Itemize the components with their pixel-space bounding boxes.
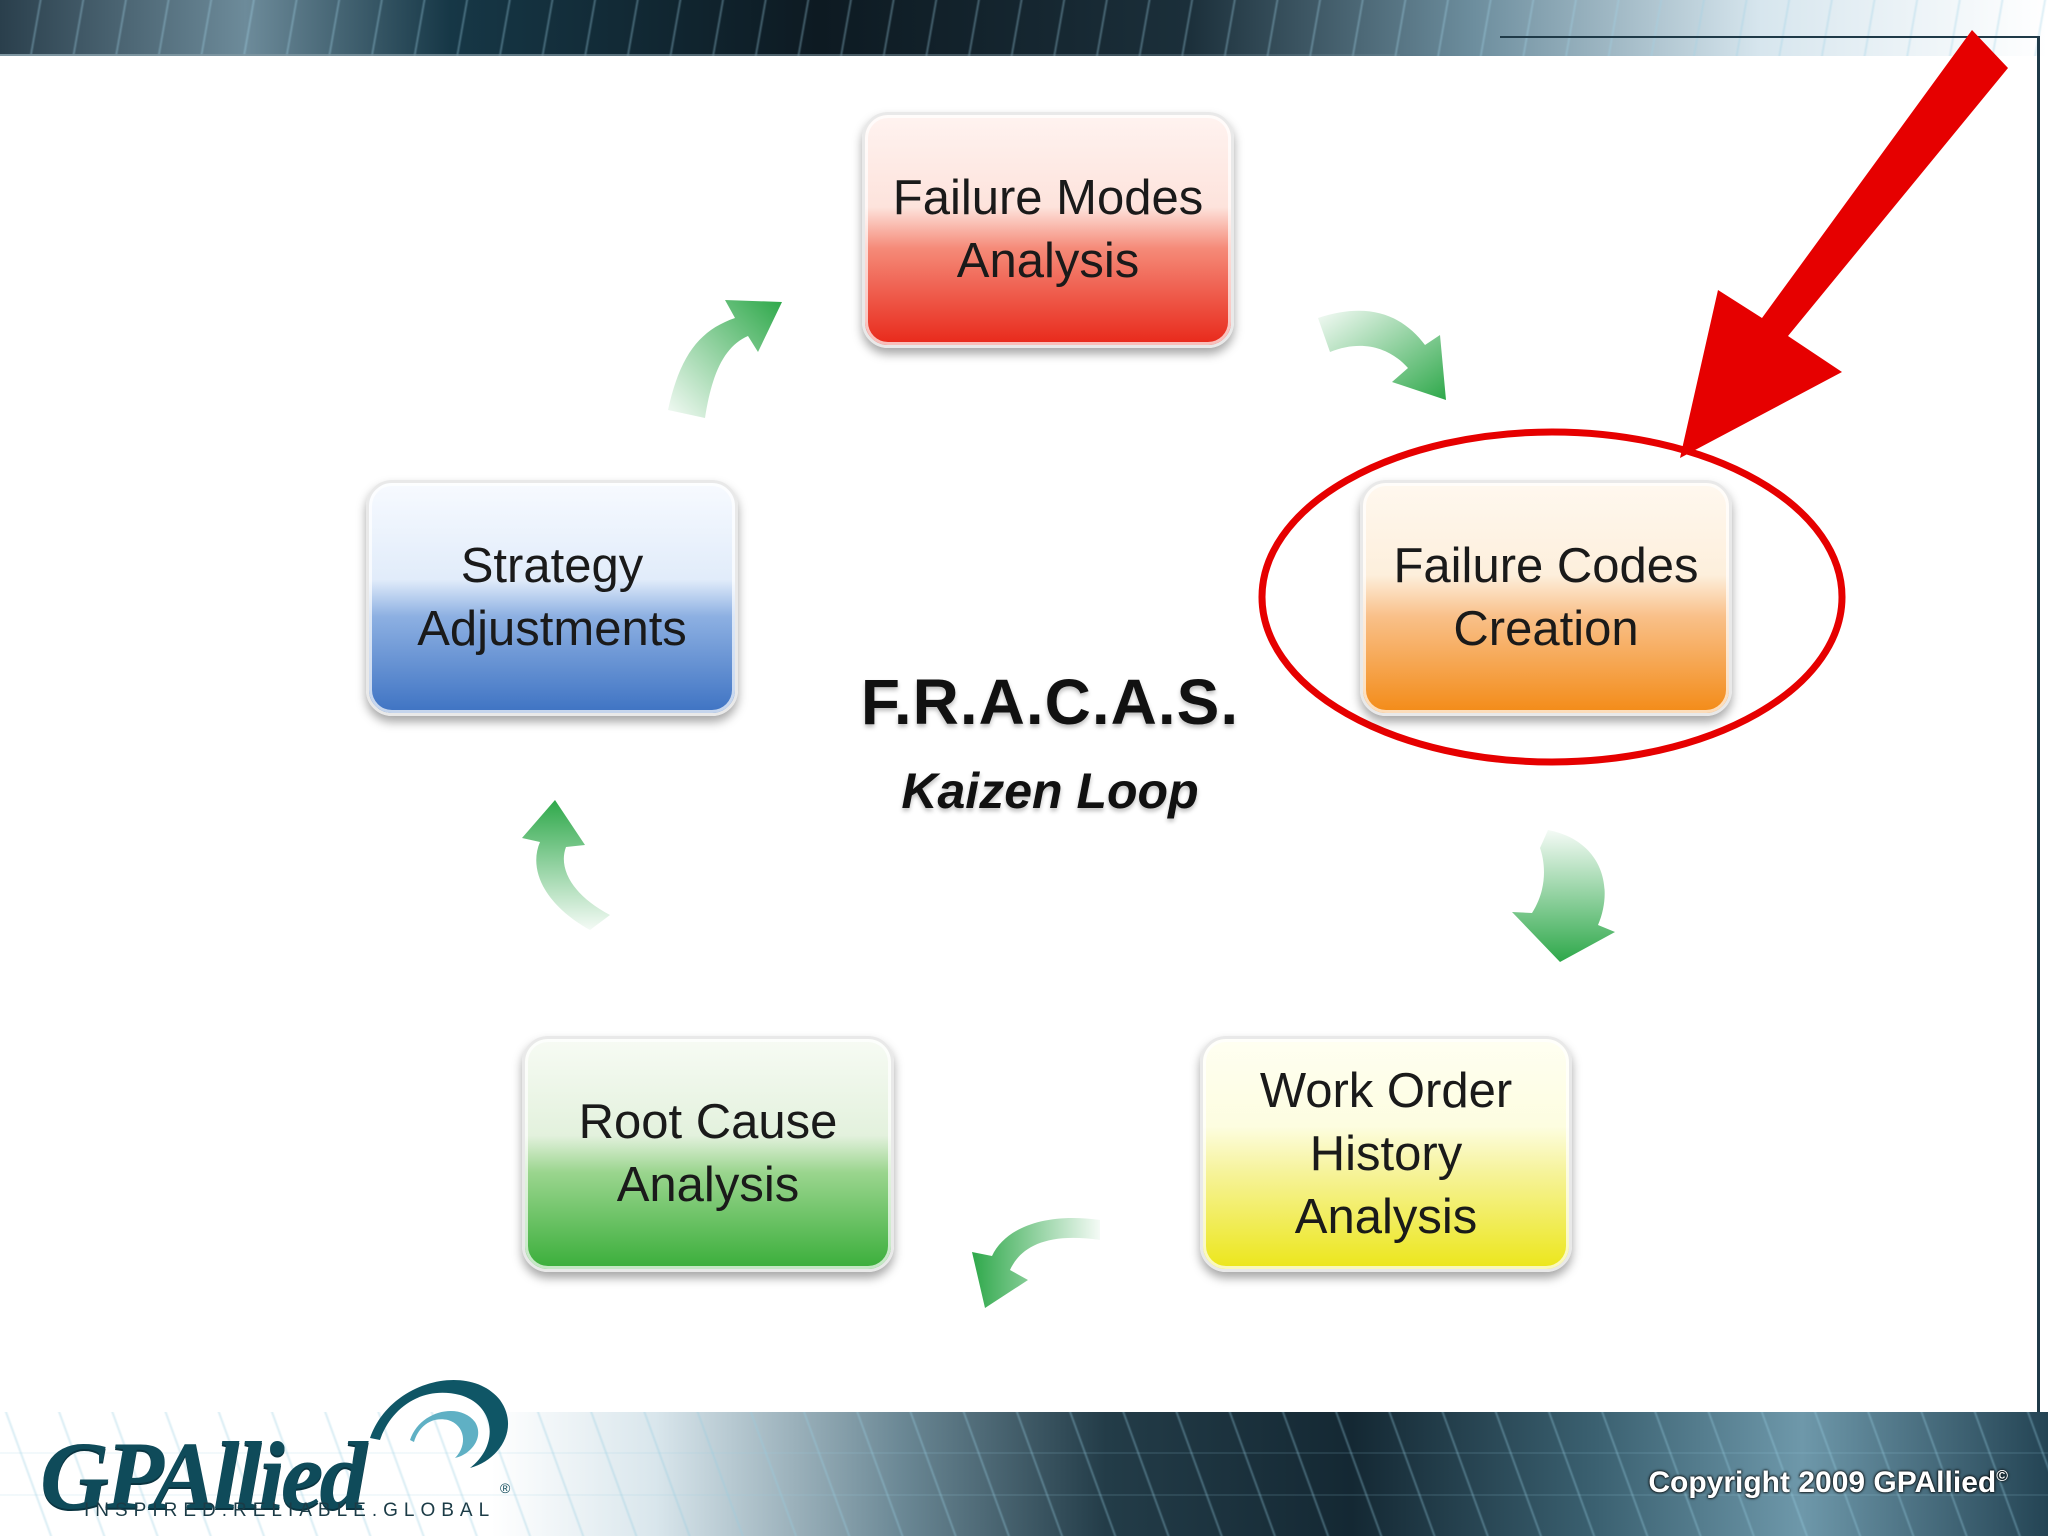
step-label: Root Cause Analysis: [578, 1095, 838, 1212]
step-strategy-adjustments: Strategy Adjustments: [366, 480, 738, 716]
highlight-ellipse: [1258, 428, 1846, 766]
logo-wordmark: GPAllied: [40, 1422, 367, 1529]
copyright-mark: ©: [1996, 1468, 2008, 1485]
step-label: Failure Modes Analysis: [892, 171, 1204, 288]
step-label: Failure Codes Creation: [1393, 539, 1699, 656]
cycle-arrow-5: [522, 800, 610, 930]
step-failure-modes-analysis: Failure Modes Analysis: [862, 112, 1234, 348]
step-work-order-history-analysis: Work Order History Analysis: [1200, 1036, 1572, 1272]
logo-tagline: INSPIRED.RELIABLE.GLOBAL: [84, 1500, 496, 1521]
copyright-label: Copyright 2009 GPAllied: [1648, 1466, 1997, 1499]
step-label: Work Order History Analysis: [1259, 1063, 1513, 1244]
step-label: Strategy Adjustments: [417, 539, 687, 656]
diagram-subtitle: Kaizen Loop: [901, 763, 1199, 819]
banner-underline: [0, 54, 1400, 56]
cycle-arrow-2: [1318, 310, 1446, 400]
logo-registered-mark: ®: [500, 1480, 511, 1496]
step-failure-codes-creation: Failure Codes Creation: [1360, 480, 1732, 716]
cycle-arrow-4: [972, 1217, 1100, 1308]
frame-top-line: [1500, 36, 2040, 38]
cycle-arrow-3: [1512, 830, 1615, 962]
red-pointer-arrow: [1680, 30, 2008, 458]
step-root-cause-analysis: Root Cause Analysis: [522, 1036, 894, 1272]
bottom-banner: [0, 1412, 2048, 1536]
copyright-text: Copyright 2009 GPAllied©: [1648, 1466, 2008, 1500]
frame-right-line: [2037, 36, 2040, 1426]
cycle-arrow-1: [668, 300, 782, 418]
diagram-title: F.R.A.C.A.S.: [860, 666, 1240, 738]
top-banner: [0, 0, 2048, 56]
